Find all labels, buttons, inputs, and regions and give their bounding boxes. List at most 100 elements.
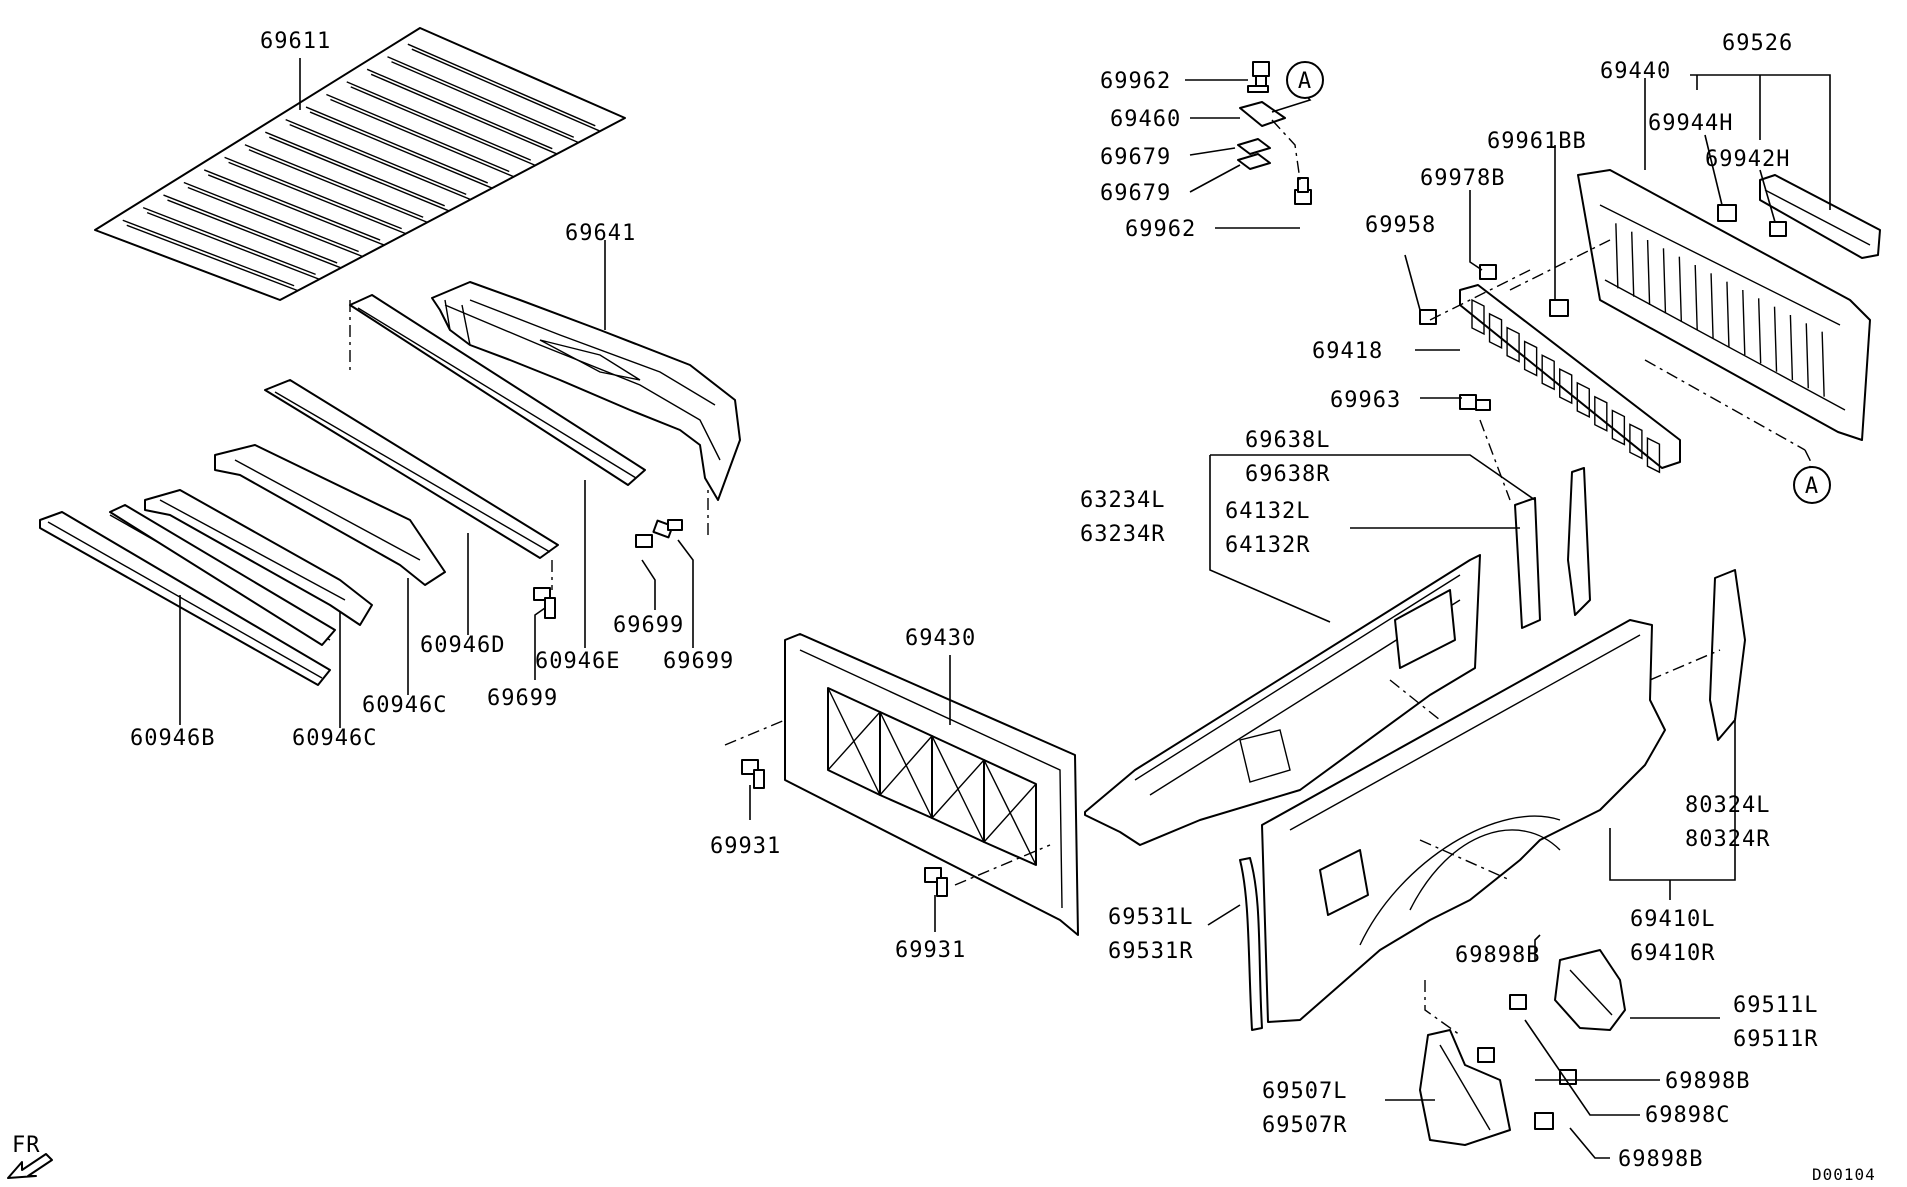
rib-line (1694, 264, 1698, 331)
tailgate-part (1577, 169, 1871, 441)
callout-69931-b: 69931 (895, 938, 966, 963)
callout-69418: 69418 (1312, 339, 1383, 364)
callout-69898B-b: 69898B (1665, 1069, 1750, 1094)
callout-69531R: 69531R (1108, 939, 1193, 964)
callout-69898B-c: 69898B (1618, 1147, 1703, 1172)
callout-69641: 69641 (565, 221, 636, 246)
callout-60946C-b: 60946C (292, 726, 377, 751)
front-direction-marker: FR (7, 1133, 53, 1179)
rib-line (269, 136, 449, 212)
rib-line (1631, 231, 1635, 297)
callout-69679-b: 69679 (1100, 181, 1171, 206)
cross-sill-60946E-part (349, 294, 646, 486)
callout-69944H: 69944H (1648, 111, 1733, 136)
wheel-opening-molding-part (1239, 857, 1263, 1031)
front-label: FR (12, 1133, 41, 1158)
rear-pillar-brackets (1459, 394, 1591, 629)
rib-line (1646, 239, 1651, 306)
cross-sill-60946B-part (39, 511, 331, 686)
rib-line (265, 131, 445, 207)
callout-69511L: 69511L (1733, 993, 1818, 1018)
mud-flap-part (1419, 1029, 1511, 1146)
callout-69962-a: 69962 (1100, 69, 1171, 94)
splash-shield-part (1554, 949, 1626, 1031)
rib-line (1471, 298, 1485, 336)
callout-69699-a: 69699 (613, 613, 684, 638)
callout-69611: 69611 (260, 29, 331, 54)
rib-line (309, 111, 492, 189)
bed-floor-panel-part (94, 27, 626, 301)
tailgate-hinge-hardware (1237, 61, 1312, 205)
callout-69679-a: 69679 (1100, 145, 1171, 170)
rib-line (122, 219, 295, 287)
callout-69511R: 69511R (1733, 1027, 1818, 1052)
dashed-assembly-lines (349, 239, 1811, 1036)
rib-line (1559, 367, 1573, 405)
callout-69931-a: 69931 (710, 834, 781, 859)
rib-line (1488, 312, 1503, 349)
rib-line (391, 61, 579, 143)
callout-69638L: 69638L (1245, 428, 1330, 453)
callout-60946C-a: 60946C (362, 693, 447, 718)
callout-63234L: 63234L (1080, 488, 1165, 513)
diagram-code: D00104 (1812, 1165, 1876, 1184)
rib-line (326, 93, 510, 173)
rib-line (1646, 437, 1661, 474)
rib-line (207, 174, 385, 246)
callout-63234R: 63234R (1080, 522, 1165, 547)
callout-69430: 69430 (905, 626, 976, 651)
rib-line (1805, 323, 1809, 389)
rib-line (411, 48, 600, 132)
rib-line (1821, 331, 1825, 397)
rib-line (126, 224, 299, 292)
rib-line (1523, 340, 1538, 377)
callout-69942H: 69942H (1705, 147, 1790, 172)
callout-69978B: 69978B (1420, 166, 1505, 191)
rib-line (203, 169, 381, 241)
rib-line (1615, 223, 1619, 289)
callout-69526: 69526 (1722, 31, 1793, 56)
callout-69963: 69963 (1330, 388, 1401, 413)
callout-64132L: 64132L (1225, 499, 1310, 524)
callout-labels: 69611 69641 60946D 60946E 60946C 60946C … (130, 29, 1818, 1172)
rib-line (183, 181, 359, 253)
leader-lines (179, 58, 1831, 1159)
callout-69961BB: 69961BB (1487, 129, 1587, 154)
rib-line (1594, 395, 1608, 432)
callout-80324R: 80324R (1685, 827, 1770, 852)
rib-line (1576, 381, 1590, 419)
rib-line (1773, 306, 1778, 372)
callout-64132R: 64132R (1225, 533, 1310, 558)
reference-a-bottom: A (1793, 466, 1831, 504)
callout-69507L: 69507L (1262, 1079, 1347, 1104)
callout-69898C: 69898C (1645, 1103, 1730, 1128)
cross-sill-60946D-part (264, 379, 559, 559)
rib-line (146, 211, 320, 281)
rib-line (346, 81, 532, 161)
rib-line (1629, 423, 1643, 460)
rib-line (370, 73, 557, 155)
rib-line (305, 106, 488, 184)
callout-60946E: 60946E (535, 649, 620, 674)
rib-line (1742, 289, 1746, 356)
rib-line (1757, 298, 1762, 364)
tailgate-fasteners (1419, 204, 1787, 325)
callout-60946D: 60946D (420, 633, 505, 658)
callout-69531L: 69531L (1108, 905, 1193, 930)
outer-side-panel-part (1261, 619, 1666, 1023)
rib-line (1726, 281, 1730, 347)
rib-line (350, 86, 536, 166)
rib-line (187, 186, 363, 258)
rib-line (244, 144, 424, 218)
callout-69958: 69958 (1365, 213, 1436, 238)
rear-corner-bracket-part (1709, 569, 1746, 741)
bolt-69699-icon (533, 519, 683, 619)
callout-69638R: 69638R (1245, 462, 1330, 487)
callout-A-bottom: A (1805, 474, 1819, 499)
callout-69962-b: 69962 (1125, 217, 1196, 242)
rib-line (1662, 248, 1667, 314)
callout-69410R: 69410R (1630, 941, 1715, 966)
rib-line (1611, 409, 1626, 446)
callout-A-top: A (1298, 69, 1312, 94)
